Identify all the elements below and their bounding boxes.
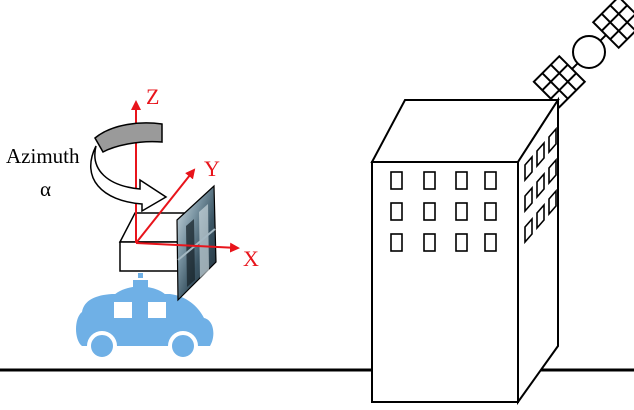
z-axis-label: Z [146, 84, 159, 109]
azimuth-label: Azimuth [6, 144, 80, 168]
captured-image [176, 184, 217, 302]
y-axis-label: Y [204, 156, 220, 181]
satellite-icon [532, 0, 634, 109]
y-axis [135, 168, 196, 244]
building-front [371, 161, 519, 403]
azimuth-arrow-icon [90, 122, 168, 213]
x-axis [135, 242, 240, 253]
building-windows [390, 126, 557, 252]
car-icon [76, 257, 214, 361]
alpha-label: α [40, 177, 51, 201]
building-icon [370, 96, 560, 406]
x-axis-label: X [243, 246, 259, 271]
